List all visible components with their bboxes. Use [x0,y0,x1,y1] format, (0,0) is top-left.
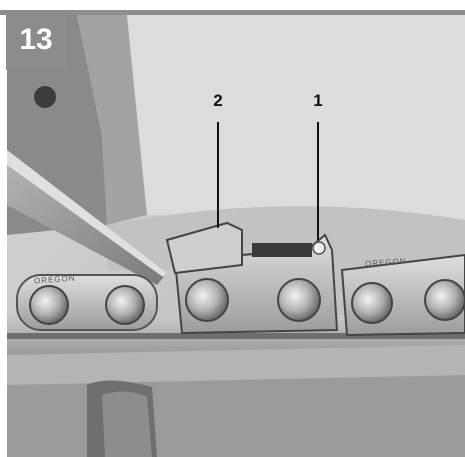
callout-label-2: 2 [213,91,223,110]
callout-label-1: 1 [313,91,323,110]
top-rule [0,10,465,15]
step-number-badge: 13 [6,10,66,70]
chain-photo [7,15,465,457]
